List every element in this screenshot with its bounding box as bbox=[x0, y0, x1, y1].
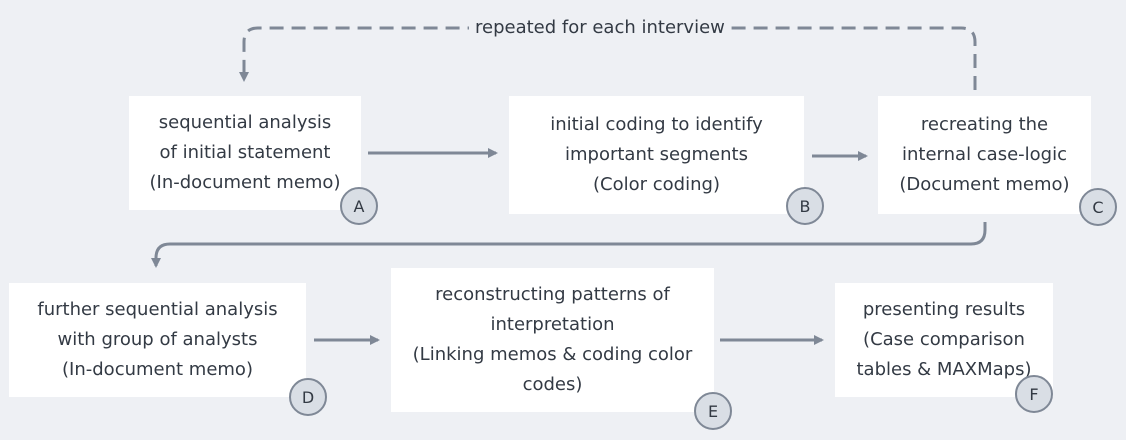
step-c-line-3: (Document memo) bbox=[899, 174, 1070, 195]
step-e-line-1: reconstructing patterns of bbox=[435, 284, 670, 305]
step-e-line-4: codes) bbox=[522, 374, 583, 395]
step-a-box: sequential analysis of initial statement… bbox=[129, 96, 361, 210]
step-c-box: recreating the internal case-logic (Docu… bbox=[878, 96, 1091, 214]
loop-label: repeated for each interview bbox=[469, 14, 731, 42]
step-f-line-1: presenting results bbox=[862, 299, 1026, 320]
step-b-box: initial coding to identify important seg… bbox=[509, 96, 804, 214]
step-e-badge: E bbox=[694, 392, 732, 430]
step-f-box: presenting results (Case comparison tabl… bbox=[835, 283, 1053, 397]
step-e-line-2: interpretation bbox=[490, 314, 615, 335]
step-c-line-2: internal case-logic bbox=[902, 144, 1067, 165]
step-f-badge: F bbox=[1015, 375, 1053, 413]
step-d-box: further sequential analysis with group o… bbox=[9, 283, 306, 397]
step-a-line-3: (In-document memo) bbox=[149, 172, 341, 193]
step-b-line-2: important segments bbox=[565, 144, 748, 165]
step-e-box: reconstructing patterns of interpretatio… bbox=[391, 268, 714, 412]
step-d-line-1: further sequential analysis bbox=[37, 299, 278, 320]
step-a-line-2: of initial statement bbox=[159, 142, 331, 163]
step-b-badge: B bbox=[786, 187, 824, 225]
step-d-badge: D bbox=[289, 378, 327, 416]
arrow-c-to-d bbox=[151, 222, 987, 268]
step-f-line-3: tables & MAXMaps) bbox=[856, 359, 1032, 380]
step-f-line-2: (Case comparison bbox=[863, 329, 1025, 350]
step-e-line-3: (Linking memos & coding color bbox=[412, 344, 693, 365]
step-d-line-2: with group of analysts bbox=[57, 329, 258, 350]
step-b-line-3: (Color coding) bbox=[593, 174, 720, 195]
step-d-line-3: (In-document memo) bbox=[62, 359, 253, 380]
step-c-badge: C bbox=[1079, 188, 1117, 226]
step-a-line-1: sequential analysis bbox=[158, 112, 332, 133]
step-b-line-1: initial coding to identify bbox=[550, 114, 763, 135]
step-c-line-1: recreating the bbox=[920, 114, 1049, 135]
step-a-badge: A bbox=[340, 187, 378, 225]
